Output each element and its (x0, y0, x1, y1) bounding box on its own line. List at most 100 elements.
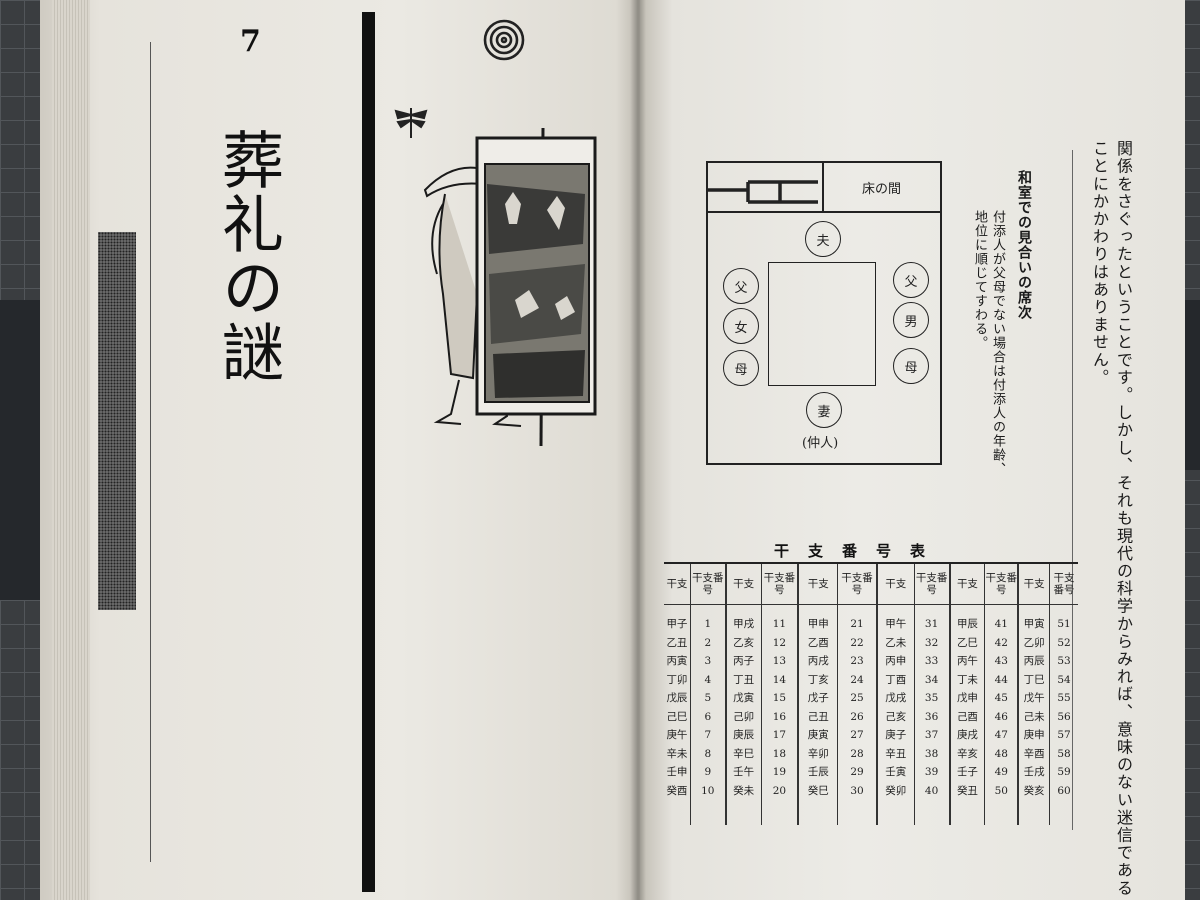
eto-cell: 戊申 (956, 692, 978, 704)
eto-cell: 丁卯 (666, 673, 688, 686)
eto-cell: 丁巳 (1023, 673, 1045, 686)
number-cell: 8 (704, 747, 712, 760)
number-cell: 9 (704, 766, 712, 778)
eto-cell: 庚戌 (956, 729, 978, 741)
chapter-number: 7 (240, 24, 261, 59)
header-number: 干支番号 (1049, 564, 1078, 605)
vertical-black-rule (362, 12, 375, 892)
number-cell: 50 (994, 784, 1008, 797)
eto-cell: 壬午 (733, 766, 755, 778)
number-cell: 33 (924, 655, 939, 667)
eto-cell: 甲戌 (733, 618, 755, 630)
eto-column: 甲午乙未丙申丁酉戊戌己亥庚子辛丑壬寅癸卯 (875, 604, 915, 825)
number-cell: 40 (924, 784, 939, 797)
eto-cell: 己巳 (666, 710, 688, 723)
number-cell: 25 (850, 692, 864, 704)
eto-cell: 庚寅 (807, 729, 829, 741)
number-cell: 32 (924, 636, 939, 649)
header-eto: 干支 (797, 564, 838, 605)
seat-top: 夫 (805, 221, 841, 257)
eto-column: 甲戌乙亥丙子丁丑戊寅己卯庚辰辛巳壬午癸未 (724, 604, 762, 825)
seat-left-3: 母 (723, 350, 759, 386)
left-margin-rule (150, 42, 151, 862)
number-cell: 30 (850, 784, 864, 797)
eto-column: 甲申乙酉丙戌丁亥戊子己丑庚寅辛卯壬辰癸巳 (797, 604, 838, 825)
eto-cell: 壬辰 (807, 766, 829, 778)
seat-bottom: 妻 (806, 392, 842, 428)
storyteller-illustration (423, 127, 597, 446)
table-title: 干 支 番 号 表 (774, 542, 928, 560)
number-cell: 4 (704, 673, 712, 686)
eto-cell: 癸亥 (1023, 784, 1045, 797)
header-eto: 干支 (1017, 564, 1050, 605)
eto-cell: 壬戌 (1023, 766, 1045, 778)
eto-cell: 戊子 (807, 692, 829, 704)
eto-cell: 乙丑 (666, 636, 688, 649)
number-cell: 58 (1057, 747, 1071, 760)
number-cell: 36 (924, 710, 939, 723)
eto-cell: 丁丑 (733, 673, 755, 686)
number-cell: 45 (994, 692, 1008, 704)
seat-right-1: 父 (893, 262, 929, 298)
number-cell: 59 (1057, 766, 1071, 778)
number-cell: 22 (850, 636, 864, 649)
eto-cell: 辛卯 (807, 747, 829, 760)
body-text-line-2: ことにかかわりはありません。 (1090, 140, 1109, 387)
number-cell: 53 (1057, 655, 1071, 667)
eto-cell: 戊辰 (666, 692, 688, 704)
eto-cell: 丁酉 (885, 673, 907, 686)
number-cell: 12 (772, 636, 787, 649)
number-cell: 48 (994, 747, 1008, 760)
eto-cell: 甲寅 (1023, 618, 1045, 630)
number-cell: 24 (850, 673, 864, 686)
eto-cell: 庚午 (666, 729, 688, 741)
eto-cell: 丁未 (956, 673, 978, 686)
number-cell: 7 (704, 729, 712, 741)
seat-right-2: 男 (893, 302, 929, 338)
chapter-title: 葬礼の謎 (211, 128, 284, 384)
number-cell: 14 (772, 673, 787, 686)
eto-cell: 乙卯 (1023, 636, 1045, 649)
number-cell: 29 (850, 766, 864, 778)
number-cell: 49 (994, 766, 1008, 778)
number-cell: 41 (994, 618, 1008, 630)
eto-column: 甲寅乙卯丙辰丁巳戊午己未庚申辛酉壬戌癸亥 (1017, 604, 1050, 825)
eto-cell: 戊戌 (885, 692, 907, 704)
eto-cell: 乙亥 (733, 636, 755, 649)
number-cell: 44 (994, 673, 1008, 686)
eto-cell: 己丑 (807, 710, 829, 723)
book-gutter-shadow (630, 0, 646, 900)
eto-cell: 丙戌 (807, 655, 829, 667)
low-table (768, 262, 876, 386)
number-cell: 3 (704, 655, 712, 667)
number-cell: 34 (924, 673, 939, 686)
eto-cell: 甲辰 (956, 618, 978, 630)
number-cell: 52 (1057, 636, 1071, 649)
number-cell: 17 (772, 729, 787, 741)
eto-cell: 辛亥 (956, 747, 978, 760)
eto-cell: 庚子 (885, 729, 907, 741)
number-cell: 35 (924, 692, 939, 704)
number-cell: 21 (850, 618, 864, 630)
spiral-icon (483, 19, 525, 61)
alcove-label: 床の間 (862, 182, 902, 197)
number-cell: 39 (924, 766, 939, 778)
eto-cell: 乙巳 (956, 636, 978, 649)
page-edge-stack (52, 0, 90, 900)
eto-cell: 癸酉 (666, 784, 688, 797)
header-number: 干支番号 (984, 564, 1019, 605)
diagram-caption-1: 付添人が父母でない場合は付添人の年齢、 (990, 210, 1005, 476)
eto-cell: 庚申 (1023, 729, 1045, 741)
eto-cell: 己酉 (956, 710, 978, 723)
header-number: 干支番号 (913, 564, 950, 605)
shelf-symbol-icon (708, 180, 818, 204)
eto-cell: 丙午 (956, 655, 978, 667)
alcove-row (706, 161, 942, 213)
eto-cell: 辛丑 (885, 747, 907, 760)
eto-cell: 癸卯 (885, 784, 907, 797)
